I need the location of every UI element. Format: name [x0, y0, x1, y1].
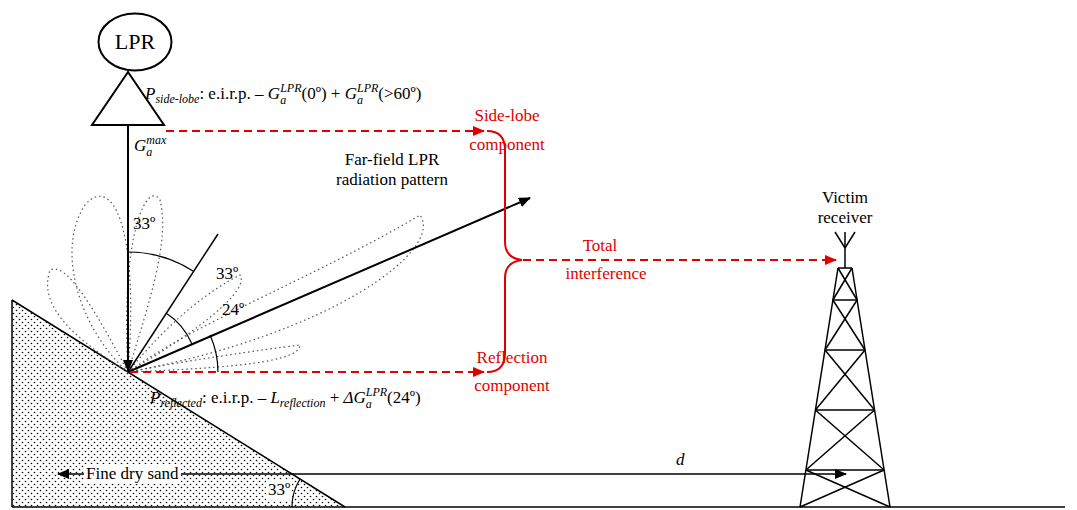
- formula-term: G: [268, 84, 280, 103]
- formula-term: (0º) +: [301, 84, 344, 103]
- formula-term: L: [270, 388, 279, 407]
- angle-label: 33º: [216, 264, 238, 284]
- main-beam-arrow: [127, 125, 129, 371]
- sub-sup-stack: LPRa: [280, 82, 301, 106]
- source-ellipse: LPR: [90, 12, 180, 72]
- formula-term: a: [146, 146, 166, 158]
- sand-slope: [12, 300, 345, 507]
- reflected-ray: [128, 198, 530, 372]
- receiver-tower: [800, 232, 890, 507]
- formula-term: LPR: [366, 386, 387, 398]
- formula-term: reflection: [280, 396, 326, 410]
- formula-term: a: [280, 94, 301, 106]
- formula-term: (>60º): [378, 84, 421, 103]
- interference-label: Total: [583, 236, 618, 256]
- formula-term: ΔG: [344, 388, 366, 407]
- material-label: Fine dry sand: [84, 464, 181, 484]
- formula: Preflected: e.i.r.p. – Lreflection + ΔGL…: [150, 386, 421, 414]
- surface-normal: [128, 234, 218, 372]
- interference-label: interference: [565, 264, 646, 284]
- formula-term: : e.i.r.p. –: [202, 388, 270, 407]
- sub-sup-stack: LPRa: [366, 386, 387, 410]
- distance-label: d: [676, 450, 685, 470]
- radiation-lobes: [48, 196, 424, 372]
- component-label: component: [469, 135, 545, 155]
- formula: Gmaxa: [134, 134, 166, 158]
- formula-term: a: [357, 94, 378, 106]
- node-label: LPR: [90, 29, 180, 55]
- formula-term: side-lobe: [155, 92, 199, 106]
- formula-term: : e.i.r.p. –: [199, 84, 267, 103]
- formula-term: reflected: [160, 396, 202, 410]
- formula-term: P: [150, 388, 160, 407]
- sub-sup-stack: maxa: [146, 134, 166, 158]
- component-label: Reflection: [477, 348, 548, 368]
- formula-term: a: [366, 398, 387, 410]
- formula-term: (24º): [387, 388, 421, 407]
- formula-term: LPR: [280, 82, 301, 94]
- component-label: component: [474, 376, 550, 396]
- angle-label: 24º: [222, 300, 244, 320]
- component-label: Side-lobe: [474, 106, 539, 126]
- formula-term: G: [134, 136, 146, 155]
- angle-label: 33º: [133, 214, 155, 234]
- formula-term: LPR: [357, 82, 378, 94]
- sub-sup-stack: LPRa: [357, 82, 378, 106]
- receiver-label: Victim receiver: [805, 188, 885, 228]
- formula-term: P: [145, 84, 155, 103]
- formula-term: max: [146, 134, 166, 146]
- formula-term: +: [325, 388, 343, 407]
- formula: Pside-lobe: e.i.r.p. – GLPRa(0º) + GLPRa…: [145, 82, 421, 110]
- interference-paths: [130, 131, 836, 372]
- pattern-label: Far-field LPR radiation pattern: [327, 150, 457, 190]
- antenna-triangle: [92, 72, 164, 125]
- ground-line: [12, 506, 1065, 508]
- merge-brace: [487, 131, 522, 372]
- formula-term: G: [345, 84, 357, 103]
- angle-label: 33º: [266, 480, 292, 500]
